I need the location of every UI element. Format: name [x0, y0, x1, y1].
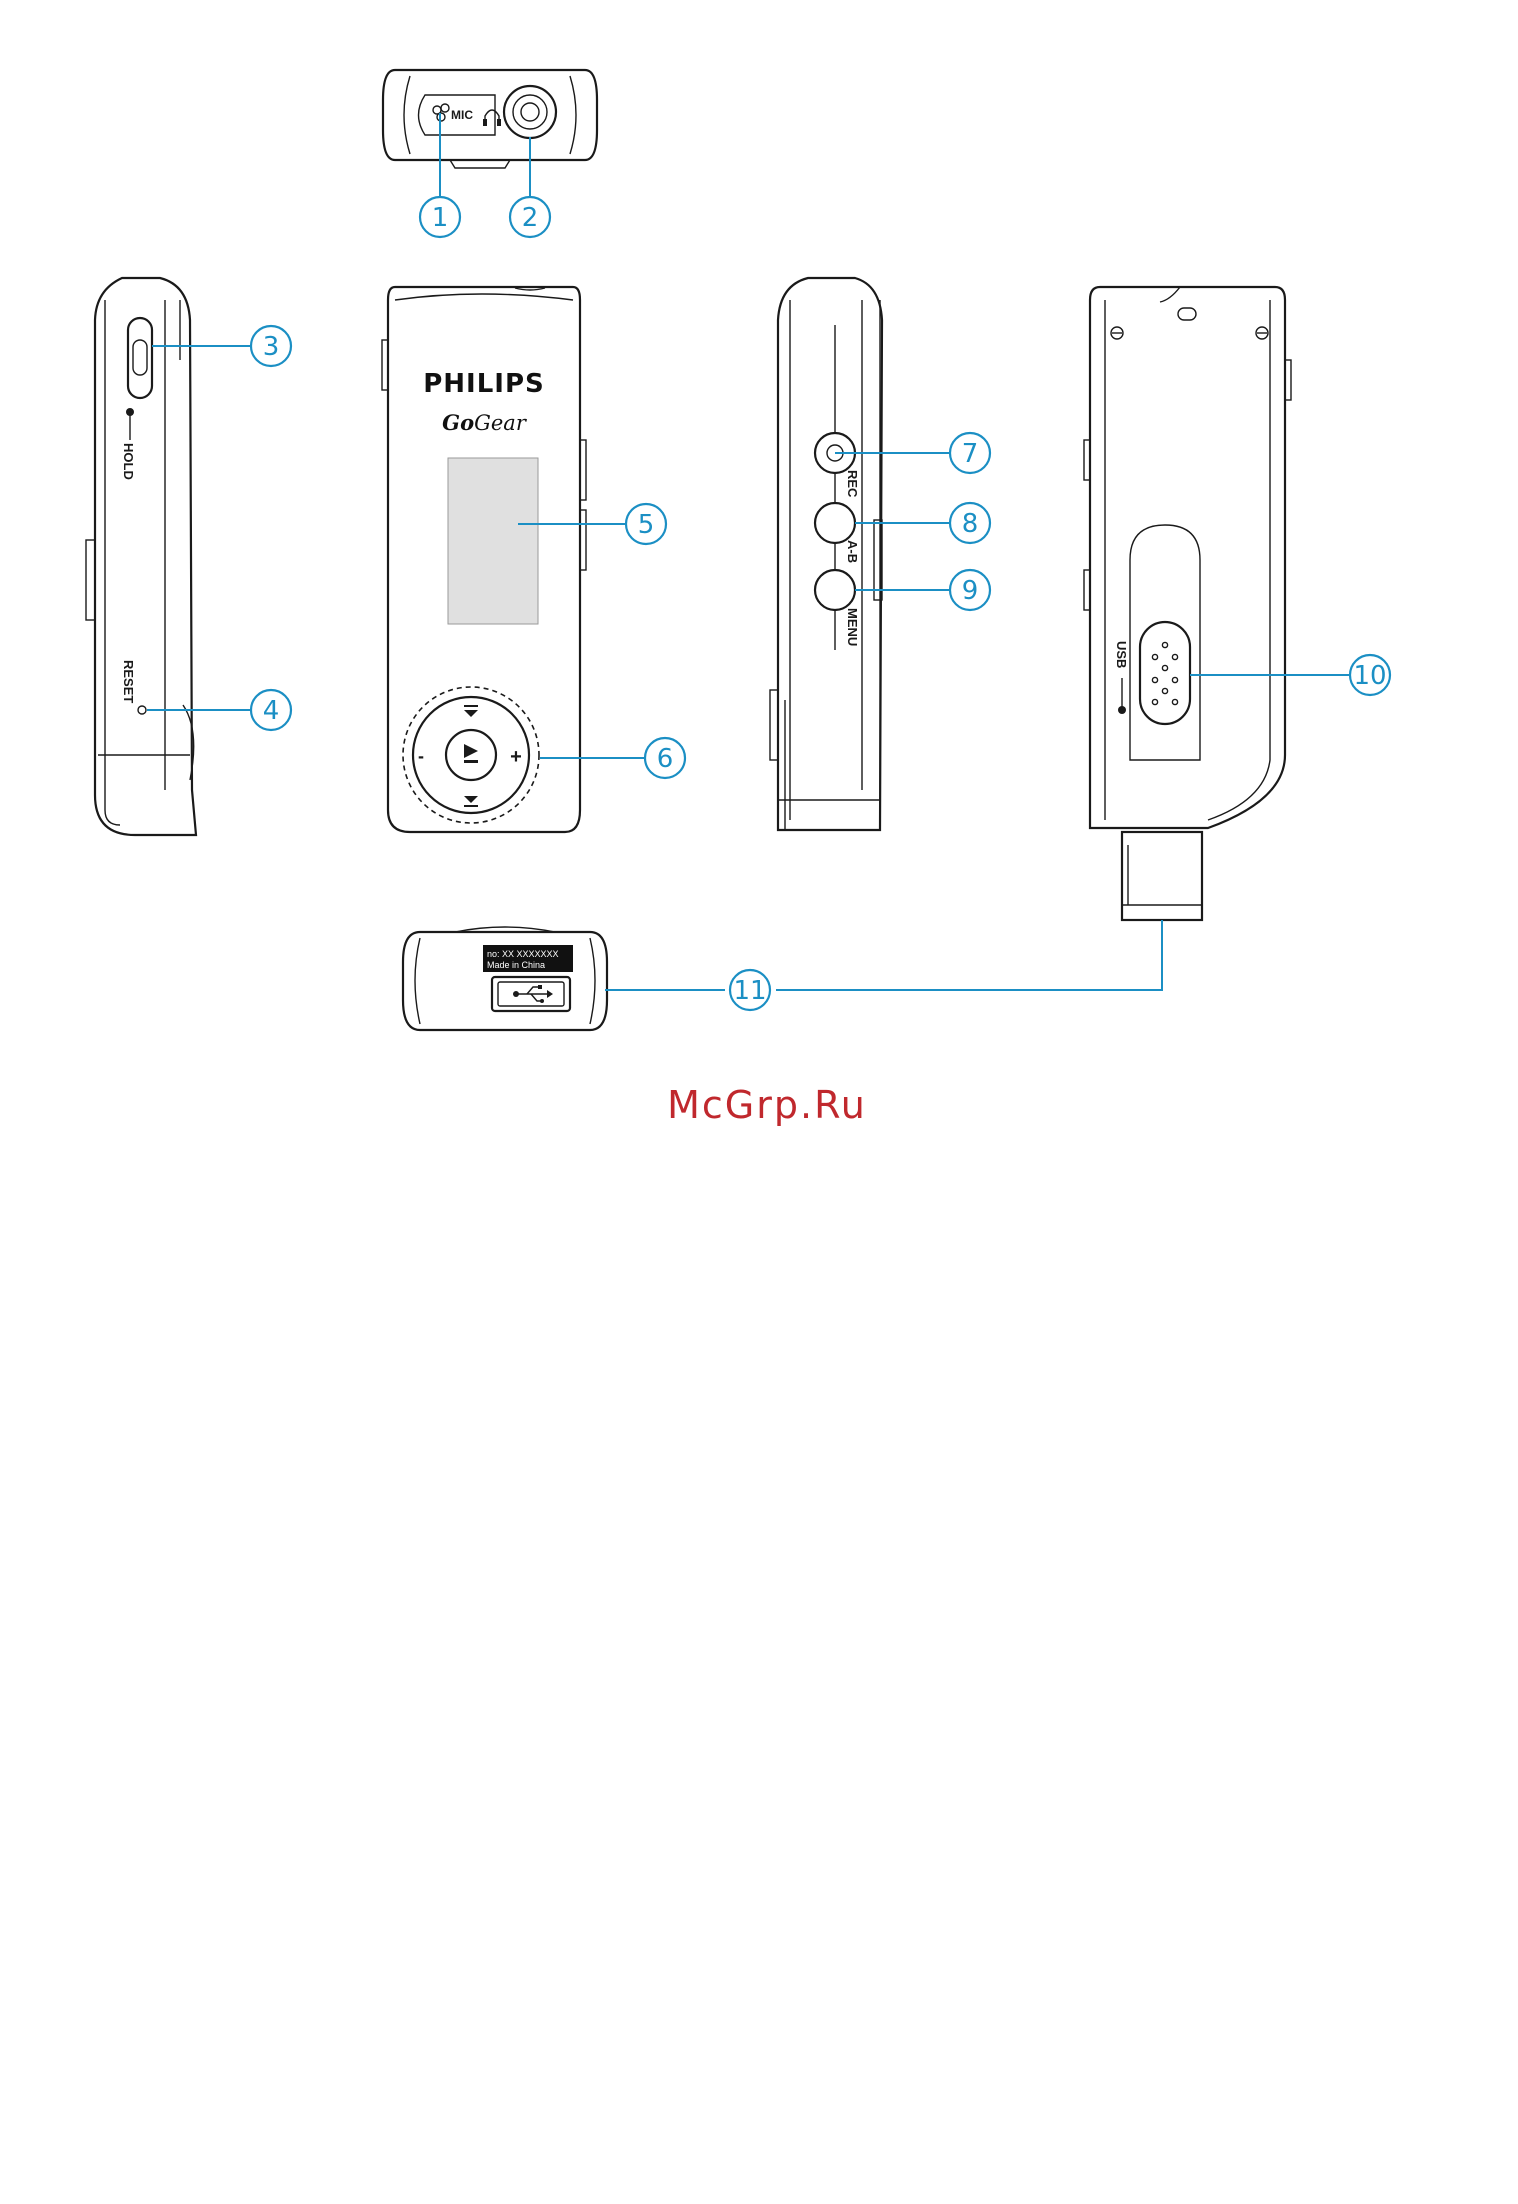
ab-button[interactable] [815, 503, 855, 543]
watermark: McGrp.Ru [667, 1083, 867, 1127]
product-logo-go: Go [442, 410, 474, 435]
callout-2-number: 2 [522, 203, 539, 233]
product-logo: GoGear [442, 410, 528, 435]
usb-connector [1122, 832, 1202, 920]
bottom-view: no: XX XXXXXXX Made in China [403, 927, 607, 1030]
callout-10: 10 [1350, 655, 1390, 695]
display-screen [448, 458, 538, 624]
callout-6: 6 [645, 738, 685, 778]
model-number: no: XX XXXXXXX [487, 949, 559, 959]
callout-7: 7 [950, 433, 990, 473]
top-view: MIC [383, 70, 597, 168]
brand-logo: PHILIPS [423, 369, 545, 399]
reset-label: RESET [121, 660, 136, 703]
callout-4: 4 [251, 690, 291, 730]
callout-2: 2 [510, 197, 550, 237]
right-side-view: REC A-B MENU [770, 278, 882, 830]
left-side-view: HOLD RESET [86, 278, 196, 835]
back-view: USB [1084, 287, 1291, 920]
callout-7-number: 7 [962, 439, 979, 469]
callout-9-number: 9 [962, 576, 979, 606]
callout-8-number: 8 [962, 509, 979, 539]
callout-1-number: 1 [432, 203, 449, 233]
callout-9: 9 [950, 570, 990, 610]
hold-switch[interactable] [128, 318, 152, 398]
callout-5: 5 [626, 504, 666, 544]
serial-plate: no: XX XXXXXXX Made in China [483, 945, 573, 972]
callout-3-number: 3 [263, 332, 280, 362]
callout-4-number: 4 [263, 696, 280, 726]
headphone-jack[interactable] [504, 86, 556, 138]
navigation-pad[interactable]: - + [403, 687, 539, 823]
callout-1: 1 [420, 197, 460, 237]
callout-3: 3 [251, 326, 291, 366]
usb-label: USB [1114, 641, 1129, 668]
ab-label: A-B [845, 540, 860, 563]
volume-plus-label: + [510, 746, 522, 768]
volume-minus-label: - [418, 746, 424, 766]
made-in-label: Made in China [487, 960, 545, 970]
callout-11: 11 [730, 970, 770, 1010]
menu-button[interactable] [815, 570, 855, 610]
front-view: PHILIPS GoGear - + [382, 287, 586, 832]
product-logo-gear: Gear [474, 411, 528, 435]
callout-10-number: 10 [1353, 661, 1386, 691]
callout-6-number: 6 [657, 744, 674, 774]
menu-label: MENU [845, 608, 860, 646]
hold-label: HOLD [121, 443, 136, 480]
mic-label: MIC [451, 108, 473, 122]
callout-5-number: 5 [638, 510, 655, 540]
callout-11-number: 11 [733, 976, 766, 1006]
callout-8: 8 [950, 503, 990, 543]
usb-slider[interactable] [1140, 622, 1190, 724]
rec-label: REC [845, 470, 860, 498]
